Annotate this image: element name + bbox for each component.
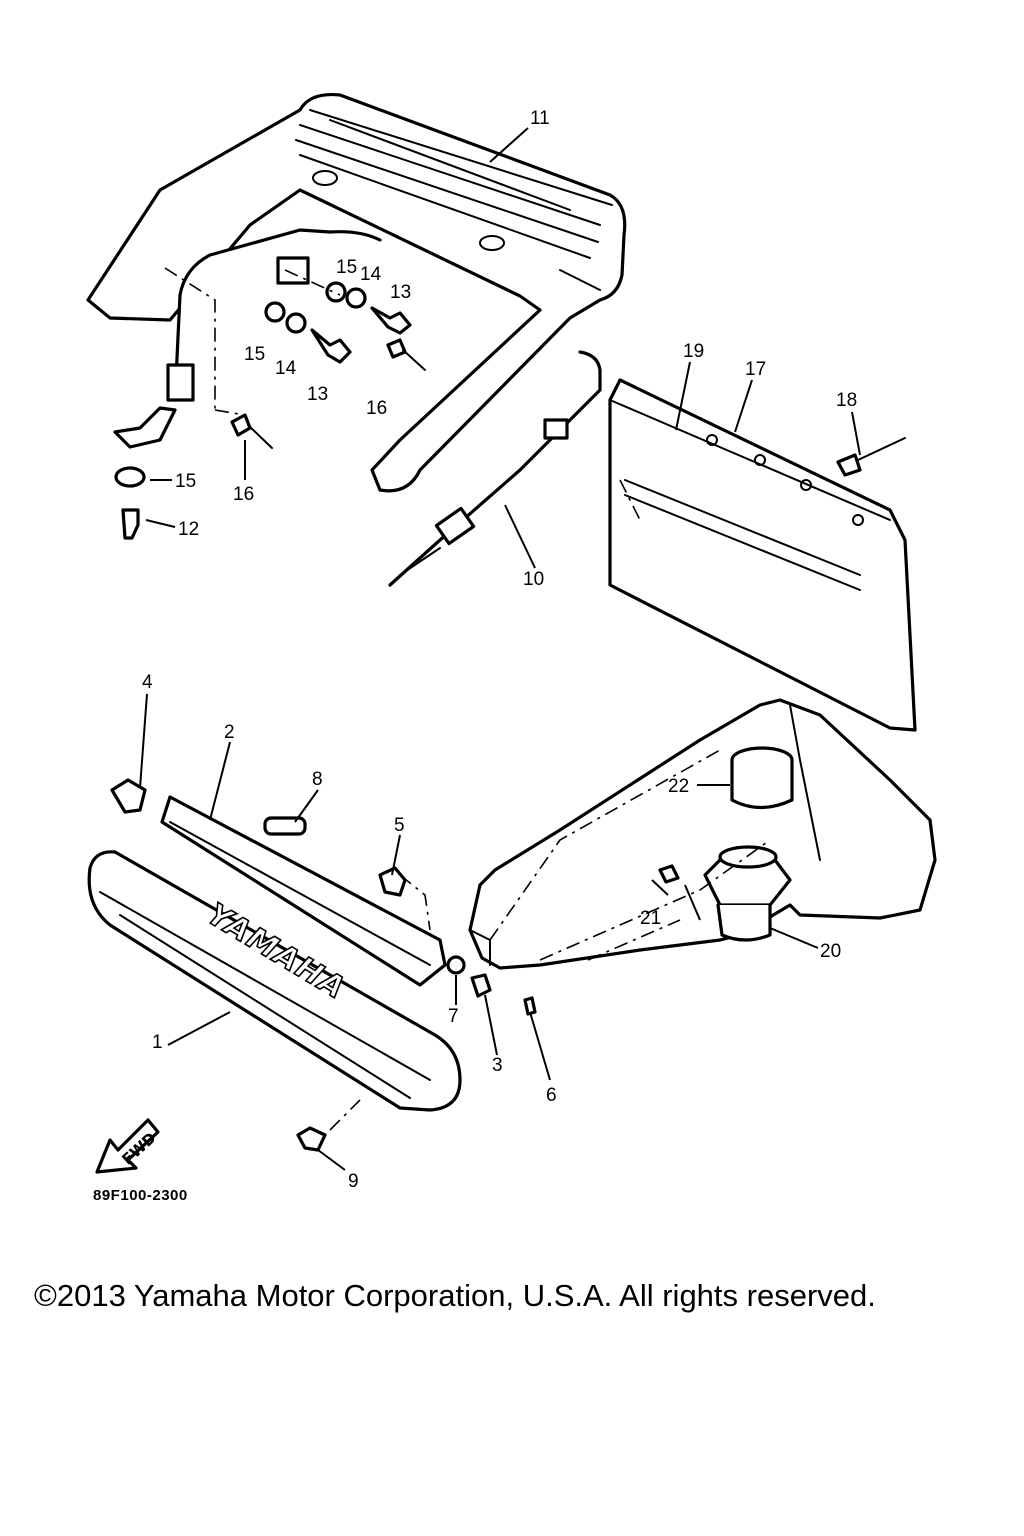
part-14-washer — [285, 312, 307, 334]
part-10-frame — [113, 228, 602, 587]
parts-diagram: YAMAHA — [86, 92, 937, 1192]
callout-6: 6 — [546, 1085, 557, 1106]
part-15-washer — [114, 466, 146, 488]
callout-15-top: 15 — [336, 257, 357, 278]
callout-16-low: 16 — [233, 484, 254, 505]
part-7-grommet — [446, 955, 466, 975]
hardware — [114, 281, 906, 1152]
callout-15-low: 15 — [175, 471, 196, 492]
callout-1: 1 — [152, 1032, 163, 1053]
callout-22: 22 — [668, 776, 689, 797]
part-2-plate — [160, 795, 447, 987]
callout-16-mid: 16 — [366, 398, 387, 419]
callout-9: 9 — [348, 1171, 359, 1192]
part-3-clip — [470, 973, 492, 998]
part-17-19-panel — [608, 378, 917, 732]
part-4-clip — [110, 778, 147, 814]
part-14-washer-b — [345, 287, 367, 309]
callout-13-mid: 13 — [307, 384, 328, 405]
callout-15-mid: 15 — [244, 344, 265, 365]
part-21-screw — [658, 864, 680, 884]
callout-19: 19 — [683, 341, 704, 362]
callout-7: 7 — [448, 1006, 459, 1027]
callout-11: 11 — [530, 108, 550, 129]
tank — [468, 698, 937, 970]
callout-21: 21 — [640, 908, 661, 929]
part-18-pin — [836, 453, 862, 477]
part-9-bolt — [296, 1126, 327, 1152]
callout-14-top: 14 — [360, 264, 382, 285]
guide-lines — [164, 267, 771, 1131]
callout-20: 20 — [820, 941, 841, 962]
copyright-notice: ©2013 Yamaha Motor Corporation, U.S.A. A… — [34, 1278, 876, 1313]
callout-2: 2 — [224, 722, 235, 743]
callout-5: 5 — [394, 815, 405, 836]
part-13-bolt-b — [370, 306, 412, 335]
callout-3: 3 — [492, 1055, 503, 1076]
part-15-washer-c — [325, 281, 347, 303]
part-13-bolt — [310, 328, 352, 364]
part-11-handle — [86, 92, 627, 493]
part-6-spring — [523, 996, 537, 1016]
callout-14-mid: 14 — [275, 358, 297, 379]
part-12-bolt — [121, 508, 140, 540]
part-8-badge — [263, 816, 307, 836]
callout-12: 12 — [178, 519, 199, 540]
callout-13-top: 13 — [390, 282, 411, 303]
callout-8: 8 — [312, 769, 323, 790]
part-22-cap — [730, 746, 794, 810]
drawing-code: 89F100-2300 — [93, 1187, 188, 1204]
callout-18: 18 — [836, 390, 857, 411]
callout-17: 17 — [745, 359, 766, 380]
callout-numbers: 11 19 17 18 15 14 13 15 14 13 16 16 15 1… — [142, 108, 857, 1192]
part-16-rivet-b — [386, 338, 407, 359]
fwd-arrow-icon: FWD — [95, 1118, 160, 1174]
callout-4: 4 — [142, 672, 153, 693]
leader-lines — [139, 127, 861, 1171]
part-15-washer-b — [264, 301, 286, 323]
callout-10: 10 — [523, 569, 544, 590]
